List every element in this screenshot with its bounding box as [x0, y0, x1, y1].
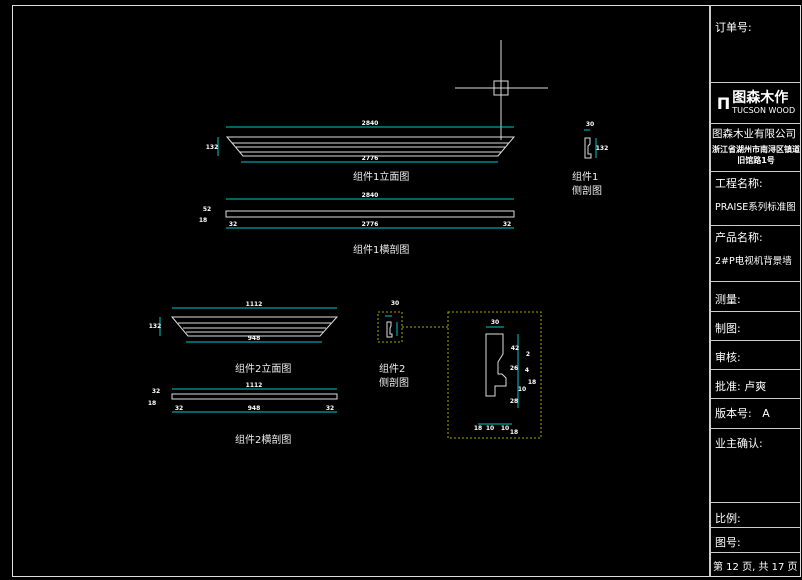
product-label: 产品名称:: [715, 231, 763, 244]
dim-c2-bottom: 948: [248, 335, 261, 342]
dim-c2-h: 132: [149, 323, 162, 330]
company-name: 图森木业有限公司: [712, 128, 796, 140]
scale-label: 比例:: [711, 503, 801, 528]
review-label: 审核:: [711, 341, 801, 370]
c1-side-profile: [584, 137, 592, 159]
company-address: 浙江省湖州市南浔区镇道旧馆路1号: [712, 145, 800, 165]
c2-detail-marker: [377, 311, 403, 343]
dim-c1x-l: 32: [229, 221, 237, 228]
crosshair-box: [493, 80, 509, 96]
dim-d-e: 18: [528, 379, 536, 386]
dim-d-d: 4: [525, 367, 529, 374]
dim-c2x-l: 32: [175, 405, 183, 412]
dim-d-b1: 18: [474, 425, 482, 432]
version-label: 版本号:: [715, 407, 752, 420]
project-value: PRAISE系列标准图: [715, 202, 796, 213]
company-logo: Π 图森木作 TUCSON WOOD: [712, 85, 800, 121]
drawing-no-label: 图号:: [711, 528, 801, 553]
dim-c1x-top: 2840: [362, 192, 379, 199]
dim-d-b3: 10: [501, 425, 509, 432]
dim-c1x-r: 32: [503, 221, 511, 228]
dim-c2x-t1: 32: [152, 388, 160, 395]
detail-box: [447, 311, 542, 439]
c2-cross-section: [171, 393, 338, 400]
dim-c2x-t2: 18: [148, 400, 156, 407]
order-no-label: 订单号:: [715, 21, 752, 34]
caption-c2-cross: 组件2横剖图: [235, 435, 292, 446]
caption-c2-elevation: 组件2立面图: [235, 364, 292, 375]
project-label: 工程名称:: [715, 177, 763, 190]
cad-drawing: 2840 2776 132 2840 2776 32 32 52 18 30 1…: [148, 40, 609, 439]
version-value: A: [762, 407, 770, 420]
dim-c1-top: 2840: [362, 120, 379, 127]
dim-c1-bottom: 2776: [362, 155, 379, 162]
approve-label: 批准:: [715, 380, 741, 393]
dim-c2-side-w: 30: [391, 300, 399, 307]
c1-elevation: [225, 136, 516, 157]
dim-c2x-r: 32: [326, 405, 334, 412]
drafter-label: 制图:: [711, 312, 801, 341]
dim-c2-top: 1112: [246, 301, 263, 308]
c1-cross-section: [225, 210, 515, 218]
drawing-frame: [12, 5, 801, 577]
caption-c1-elevation: 组件1立面图: [353, 172, 410, 183]
logo-cn: 图森木作: [732, 90, 789, 106]
dim-c1-side-h: 132: [596, 145, 609, 152]
dim-d-c: 26: [510, 365, 518, 372]
dim-c1-h: 132: [206, 144, 219, 151]
caption-c1-cross: 组件1横剖图: [353, 245, 410, 256]
dim-c2x-top: 1112: [246, 382, 263, 389]
page-indicator: 第 12 页, 共 17 页: [713, 562, 798, 573]
logo-icon: Π: [716, 93, 731, 113]
caption-c2-side-b: 侧剖图: [379, 378, 409, 389]
dim-c1-side-w: 30: [586, 121, 594, 128]
detail-profile: [485, 333, 507, 397]
dim-d-b: 2: [526, 351, 530, 358]
dim-d-f: 10: [518, 386, 526, 393]
caption-c1-side-b: 侧剖图: [572, 186, 602, 197]
c2-elevation: [170, 316, 339, 337]
dim-d-a: 42: [511, 345, 519, 352]
dim-c1x-t1: 52: [203, 206, 211, 213]
dim-d-b2: 10: [486, 425, 494, 432]
caption-c2-side-a: 组件2: [379, 364, 406, 375]
title-block: 订单号: Π 图森木作 TUCSON WOOD 图森木业有限公司 浙江省湖州市南…: [709, 5, 801, 577]
product-value: 2#P电视机背景墙: [715, 256, 792, 267]
dim-d-b4: 18: [510, 429, 518, 436]
dim-c2x-mid: 948: [248, 405, 261, 412]
dim-d-g: 28: [510, 398, 518, 405]
caption-c1-side-a: 组件1: [572, 172, 599, 183]
owner-confirm-label: 业主确认:: [711, 429, 801, 503]
dim-c1x-mid: 2776: [362, 221, 379, 228]
approve-value: 卢爽: [744, 380, 767, 393]
dim-c1x-t2: 18: [199, 217, 207, 224]
survey-label: 测量:: [711, 282, 801, 312]
c2-side-profile: [386, 321, 393, 338]
dim-d-w: 30: [491, 319, 499, 326]
logo-en: TUCSON WOOD: [732, 106, 796, 115]
